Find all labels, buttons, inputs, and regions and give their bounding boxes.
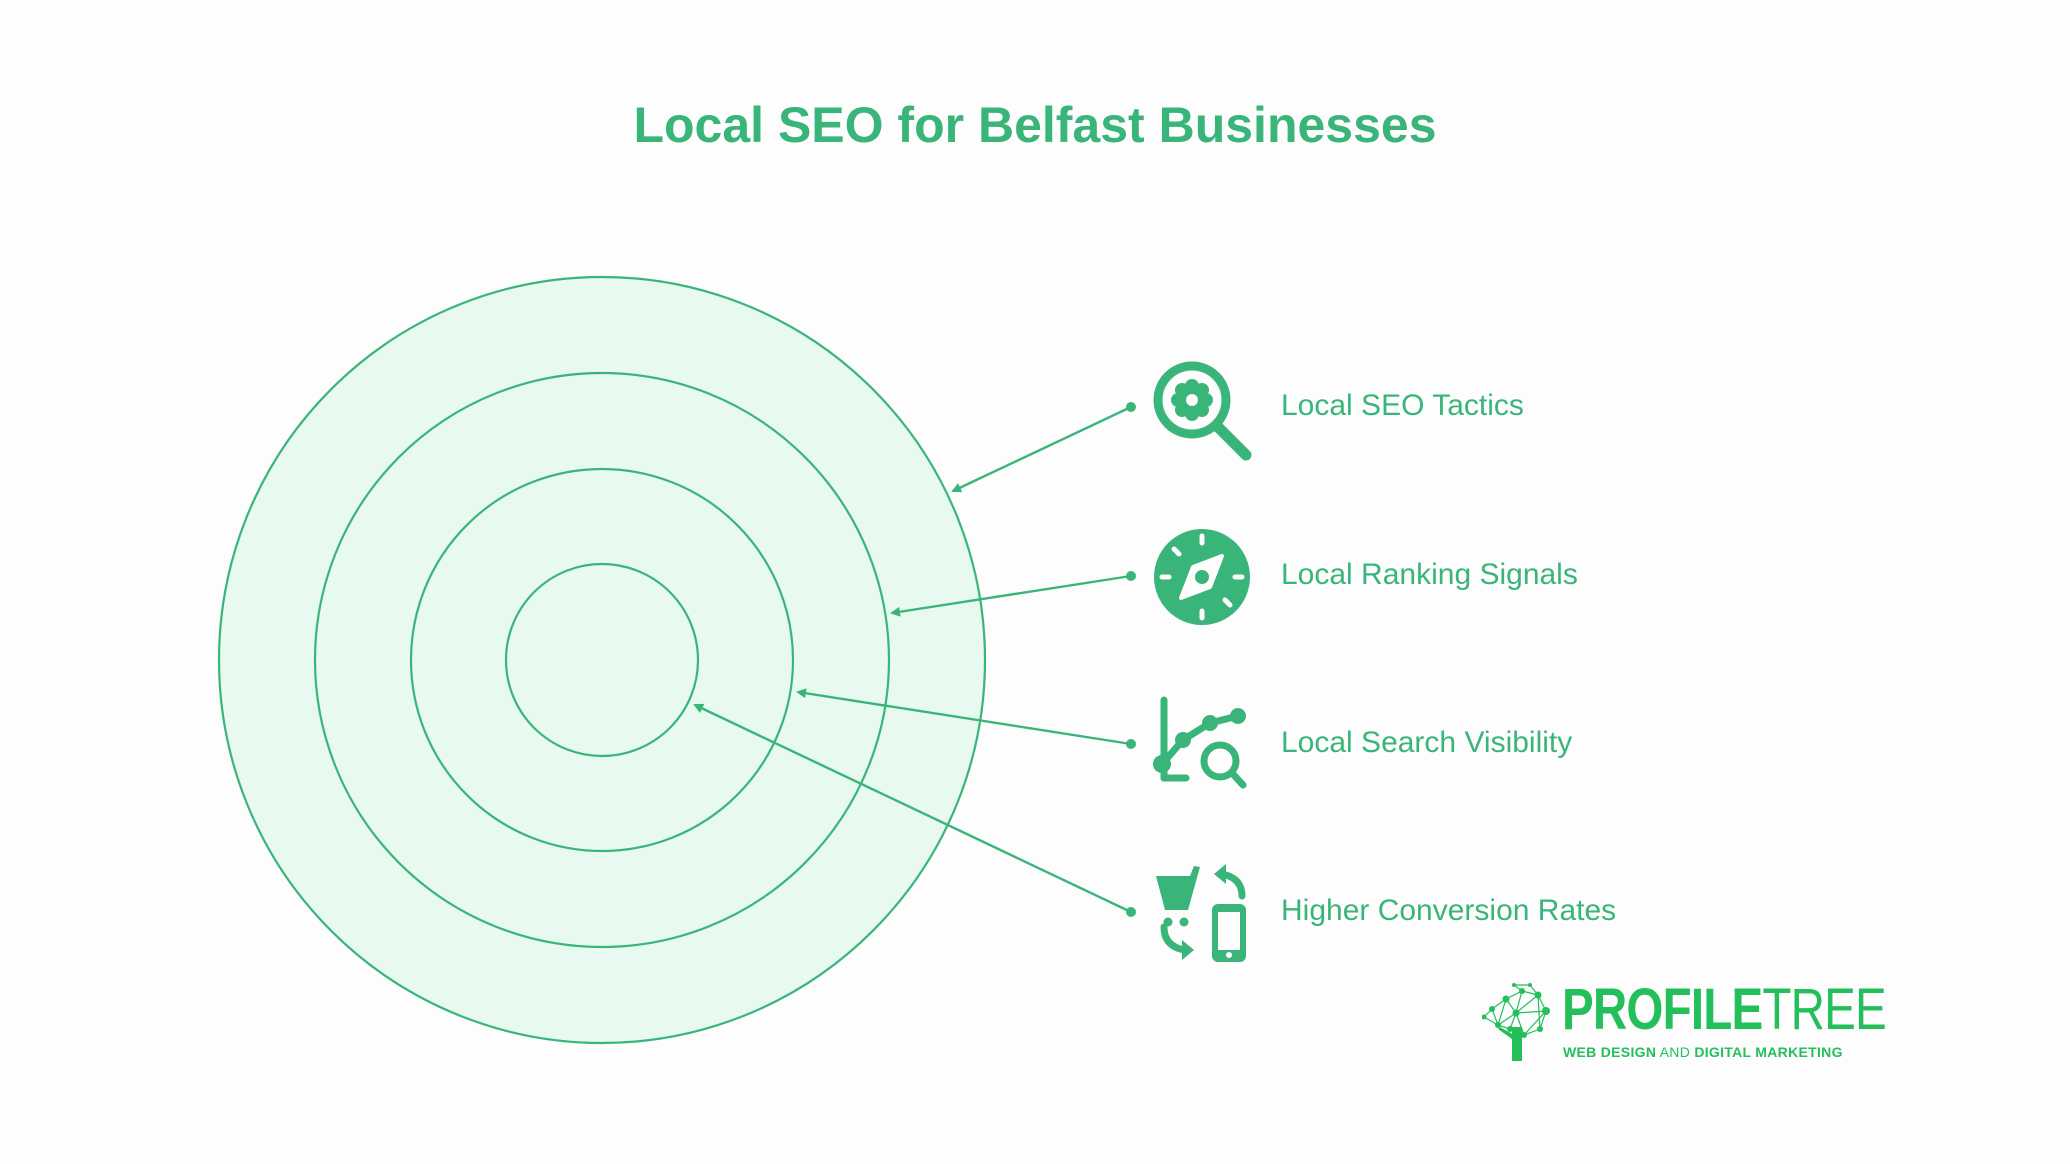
compass-icon — [1154, 529, 1250, 625]
rings — [217, 275, 987, 1045]
diagram-title: Local SEO for Belfast Businesses — [633, 97, 1437, 153]
ring-second — [313, 371, 891, 949]
arrow-local-search-visibility — [796, 688, 1132, 746]
label-higher-conversion-rates: Higher Conversion Rates — [1281, 894, 1617, 927]
arrow-local-ranking-signals — [890, 574, 1132, 617]
chart-search-icon — [1153, 696, 1247, 789]
arrow-dot — [1126, 739, 1136, 749]
arrow-local-seo-tactics — [951, 405, 1132, 493]
magnifier-gear-icon — [1153, 361, 1252, 461]
logo-tagline: WEB DESIGN AND DIGITAL MARKETING — [1563, 1044, 1843, 1060]
connector-arrows — [693, 402, 1136, 917]
label-local-seo-tactics: Local SEO Tactics — [1281, 389, 1524, 422]
ring-inner — [504, 562, 700, 758]
logo-wordmark: PROFILETREE — [1562, 977, 1887, 1042]
profiletree-logo: PROFILETREE WEB DESIGN AND DIGITAL MARKE… — [1482, 979, 1887, 1063]
arrow-dot — [1126, 402, 1136, 412]
tree-network-icon — [1482, 983, 1550, 1061]
label-local-search-visibility: Local Search Visibility — [1281, 726, 1573, 759]
ring-outer — [217, 275, 987, 1045]
arrow-dot — [1126, 571, 1136, 581]
arrow-dot — [1126, 907, 1136, 917]
label-local-ranking-signals: Local Ranking Signals — [1281, 558, 1578, 591]
arrow-higher-conversion-rates — [693, 703, 1132, 914]
cart-phone-exchange-icon — [1156, 864, 1246, 962]
ring-third — [409, 467, 795, 853]
